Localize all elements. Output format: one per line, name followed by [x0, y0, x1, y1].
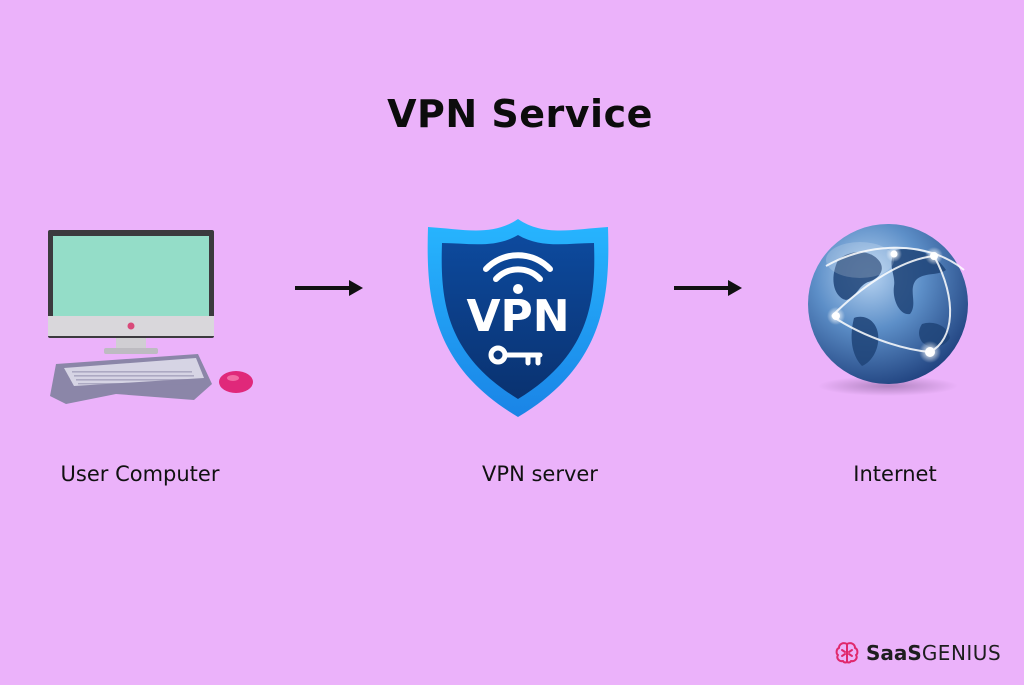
desktop-computer-icon: [48, 230, 253, 404]
globe-icon: [808, 224, 968, 396]
brand-logo: SaaS GENIUS: [834, 638, 1001, 668]
node-label-vpn-server: VPN server: [482, 462, 598, 486]
vpn-shield-icon: VPN: [427, 219, 609, 417]
node-label-user-computer: User Computer: [60, 462, 220, 486]
arrow-vpn-to-internet: [674, 280, 742, 296]
brand-name-light: GENIUS: [921, 641, 1002, 665]
vpn-badge-text: VPN: [466, 291, 569, 342]
arrow-computer-to-vpn: [295, 280, 363, 296]
brain-icon: [835, 642, 859, 664]
brand-name-bold: SaaS: [866, 641, 922, 665]
node-label-internet: Internet: [853, 462, 937, 486]
diagram-title: VPN Service: [387, 92, 653, 136]
